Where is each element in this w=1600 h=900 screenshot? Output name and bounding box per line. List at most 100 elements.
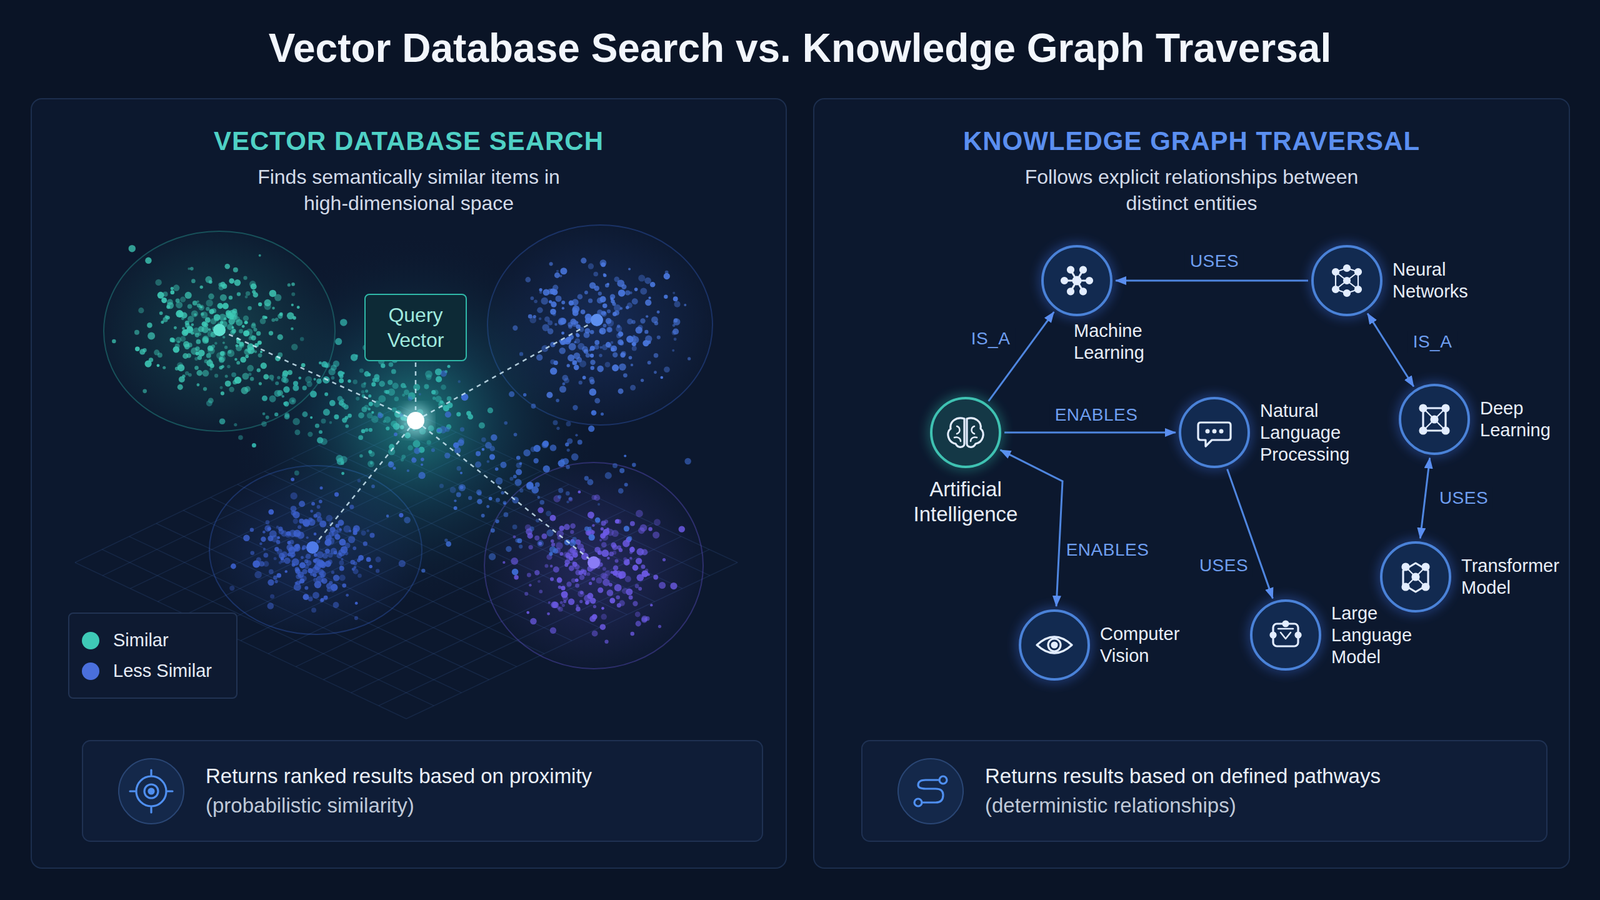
- embedding-dot: [530, 618, 537, 625]
- embedding-dot: [566, 421, 572, 427]
- embedding-dot: [363, 541, 368, 546]
- embedding-dot: [186, 353, 192, 359]
- embedding-dot: [377, 412, 384, 419]
- panel-subtitle: Finds semantically similar items in high…: [233, 164, 584, 217]
- embedding-dot: [281, 372, 288, 379]
- embedding-dot: [590, 353, 594, 358]
- cluster-center: [306, 541, 319, 554]
- embedding-dot: [658, 625, 662, 629]
- embedding-dot: [530, 446, 537, 453]
- embedding-dot: [284, 413, 290, 420]
- embedding-dot: [171, 338, 176, 343]
- embedding-dot: [634, 287, 639, 292]
- embedding-dot: [539, 288, 543, 292]
- embedding-dot: [208, 358, 212, 362]
- embedding-dot: [600, 623, 607, 630]
- embedding-dot: [299, 578, 305, 584]
- embedding-dot: [454, 446, 462, 454]
- embedding-dot: [265, 415, 270, 420]
- embedding-dot: [622, 540, 630, 548]
- entity-node: Artificial Intelligence: [930, 396, 1002, 469]
- embedding-dot: [590, 597, 597, 604]
- embedding-dot: [565, 442, 569, 447]
- embedding-dot: [568, 496, 572, 500]
- entity-label: Natural Language Processing: [1260, 400, 1364, 465]
- icon-stroke: [1051, 642, 1057, 648]
- embedding-dot: [400, 458, 404, 462]
- embedding-dot: [296, 305, 300, 309]
- embedding-dot: [236, 360, 240, 365]
- embedding-dot: [654, 321, 659, 325]
- embedding-dot: [180, 296, 186, 303]
- icon: [130, 770, 173, 813]
- embedding-dot: [420, 463, 424, 467]
- embedding-dot: [248, 372, 252, 376]
- embedding-dot: [623, 558, 630, 566]
- embedding-dot: [562, 458, 570, 465]
- embedding-dot: [398, 560, 406, 567]
- embedding-dot: [519, 461, 523, 465]
- node-circle: [930, 396, 1002, 469]
- embedding-dot: [175, 336, 182, 344]
- embedding-dot: [318, 500, 323, 504]
- icon-stroke: [1283, 621, 1289, 627]
- embedding-dot: [550, 308, 557, 315]
- entity-node: Neural Networks: [1311, 245, 1383, 317]
- embedding-dot: [575, 433, 578, 437]
- embedding-dot: [196, 383, 200, 387]
- embedding-dot: [208, 293, 215, 300]
- embedding-dot: [644, 330, 649, 334]
- icon-stroke: [954, 426, 977, 442]
- embedding-dot: [562, 382, 566, 386]
- embedding-dot: [138, 307, 144, 314]
- embedding-dot: [589, 379, 595, 385]
- embedding-dot: [219, 356, 223, 360]
- embedding-dot: [295, 566, 300, 572]
- icon-stroke: [914, 798, 922, 807]
- embedding-dot: [291, 282, 295, 287]
- embedding-dot: [269, 530, 277, 538]
- embedding-dot: [261, 421, 267, 427]
- embedding-dot: [618, 289, 625, 297]
- embedding-dot: [413, 447, 420, 454]
- embedding-dot: [383, 416, 391, 424]
- embedding-dot: [275, 381, 279, 385]
- embedding-dot: [228, 295, 233, 300]
- embedding-dot: [337, 396, 344, 402]
- embedding-dot: [177, 364, 185, 372]
- embedding-dot: [564, 559, 570, 565]
- embedding-dot: [615, 325, 622, 332]
- embedding-dot: [302, 518, 310, 527]
- embedding-dot: [515, 468, 522, 475]
- embedding-dot: [365, 428, 369, 432]
- embedding-dot: [318, 569, 325, 576]
- embedding-dot: [166, 305, 170, 309]
- embedding-dot: [160, 320, 164, 324]
- embedding-dot: [640, 318, 645, 324]
- embedding-dot: [572, 305, 580, 314]
- embedding-dot: [658, 581, 666, 589]
- embedding-dot: [637, 325, 643, 330]
- embedding-dot: [265, 520, 270, 525]
- embedding-dot: [321, 579, 325, 583]
- embedding-dot: [264, 315, 268, 319]
- embedding-dot: [208, 328, 211, 331]
- embedding-dot: [618, 388, 624, 394]
- embedding-dot: [560, 267, 567, 275]
- embedding-dot: [288, 546, 296, 555]
- embedding-dot: [513, 474, 517, 479]
- embedding-dot: [458, 380, 461, 383]
- query-glow: [228, 233, 604, 609]
- embedding-dot: [333, 574, 340, 581]
- embedding-dot: [552, 420, 558, 425]
- icon-stroke: [1344, 278, 1350, 284]
- embedding-dot: [612, 352, 618, 358]
- embedding-dot: [550, 367, 558, 375]
- embedding-dot: [259, 542, 263, 546]
- embedding-dot: [297, 525, 302, 529]
- embedding-dot: [440, 370, 447, 377]
- embedding-dot: [606, 319, 614, 327]
- embedding-dot: [444, 538, 448, 542]
- embedding-dot: [345, 424, 349, 429]
- embedding-dot: [238, 435, 244, 440]
